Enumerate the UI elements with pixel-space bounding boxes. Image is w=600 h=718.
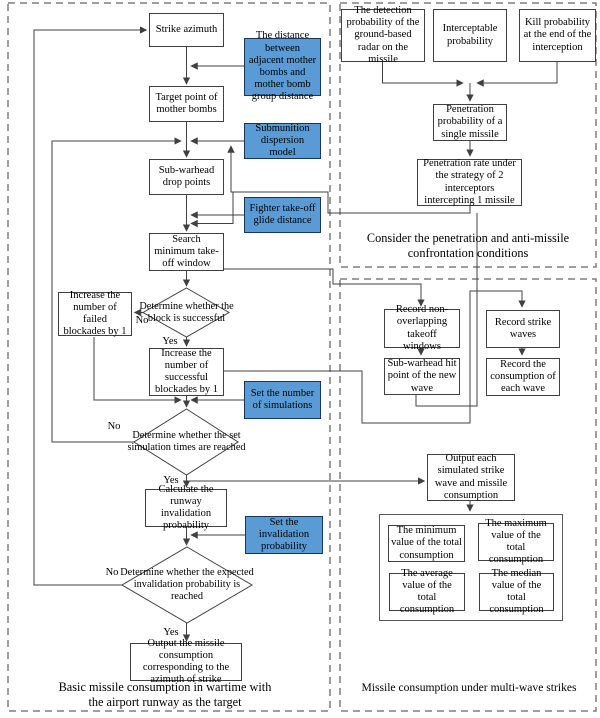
caption-bottom-right-region: Missile consumption under multi-wave str… xyxy=(361,681,577,694)
node-output-consumption: Output the missile consumption correspon… xyxy=(130,638,242,685)
input-simulation-count: Set the number of simulations xyxy=(244,381,321,419)
node-penetration-rate: Penetration rate under the strategy of 2… xyxy=(417,158,522,206)
node-detection-probability: The detection probability of the ground-… xyxy=(341,5,425,65)
decision-block-shape xyxy=(141,287,231,338)
branch-no-block: No xyxy=(135,315,149,326)
branch-no-simulation: No xyxy=(107,421,121,432)
decision-invalidation-label: Determine whether the expected invalidat… xyxy=(120,567,254,602)
input-fighter-glide-distance: Fighter take-off glide distance xyxy=(244,197,321,233)
node-output-each-wave: Output each simulated strike wave and mi… xyxy=(427,453,515,501)
node-avg-total: The average value of the total consumpti… xyxy=(389,568,465,615)
decision-simulation-label: Determine whether the set simulation tim… xyxy=(127,430,246,453)
node-interceptable-probability: Interceptable probability xyxy=(433,9,507,62)
node-successful-blockades: Increase the number of successful blocka… xyxy=(149,348,224,396)
decision-invalidation-shape xyxy=(121,546,253,624)
region-bottom-right-border xyxy=(339,278,597,712)
branch-no-invalidation: No xyxy=(105,567,119,578)
node-kill-probability: Kill probability at the end of the inter… xyxy=(519,9,596,62)
node-calc-invalidation: Calculate the runway invalidation probab… xyxy=(145,484,227,531)
node-subwarhead-drop-points: Sub-warhead drop points xyxy=(149,159,224,195)
node-max-total: The maximum value of the total consumpti… xyxy=(478,518,554,565)
decision-block-label: Determine whether the block is successfu… xyxy=(139,300,234,324)
region-left-border xyxy=(7,2,331,712)
input-submunition-model: Submunition dispersion model xyxy=(244,123,321,159)
node-search-takeoff-window: Search minimum take-off window xyxy=(149,233,224,271)
node-failed-blockades: Increase the number of failed blockades … xyxy=(58,290,132,337)
node-record-strike-waves: Record strike waves xyxy=(486,310,560,348)
node-subwarhead-hit-point: Sub-warhead hit point of the new wave xyxy=(384,358,460,395)
input-mother-bomb-distance: The distance between adjacent mother bom… xyxy=(244,30,321,102)
branch-yes-invalidation: Yes xyxy=(163,627,179,638)
node-median-total: The median value of the total consumptio… xyxy=(479,568,554,615)
node-target-point: Target point of mother bombs xyxy=(149,86,224,122)
region-top-right-border xyxy=(339,2,597,268)
decision-simulation-shape xyxy=(133,408,239,476)
input-invalidation-probability: Set the invalidation probability xyxy=(245,516,323,554)
node-record-wave-consumption: Record the consumption of each wave xyxy=(486,358,560,396)
branch-yes-block: Yes xyxy=(162,336,178,347)
node-penetration-single: Penetration probability of a single miss… xyxy=(433,104,507,141)
node-strike-azimuth: Strike azimuth xyxy=(149,13,224,47)
node-min-total: The minimum value of the total consumpti… xyxy=(388,525,465,562)
branch-yes-simulation: Yes xyxy=(163,475,179,486)
caption-top-right-region: Consider the penetration and anti-missil… xyxy=(366,231,570,261)
caption-left-region: Basic missile consumption in wartime wit… xyxy=(58,680,272,710)
node-record-nonoverlap-windows: Record non-overlapping takeoff windows xyxy=(384,304,460,352)
